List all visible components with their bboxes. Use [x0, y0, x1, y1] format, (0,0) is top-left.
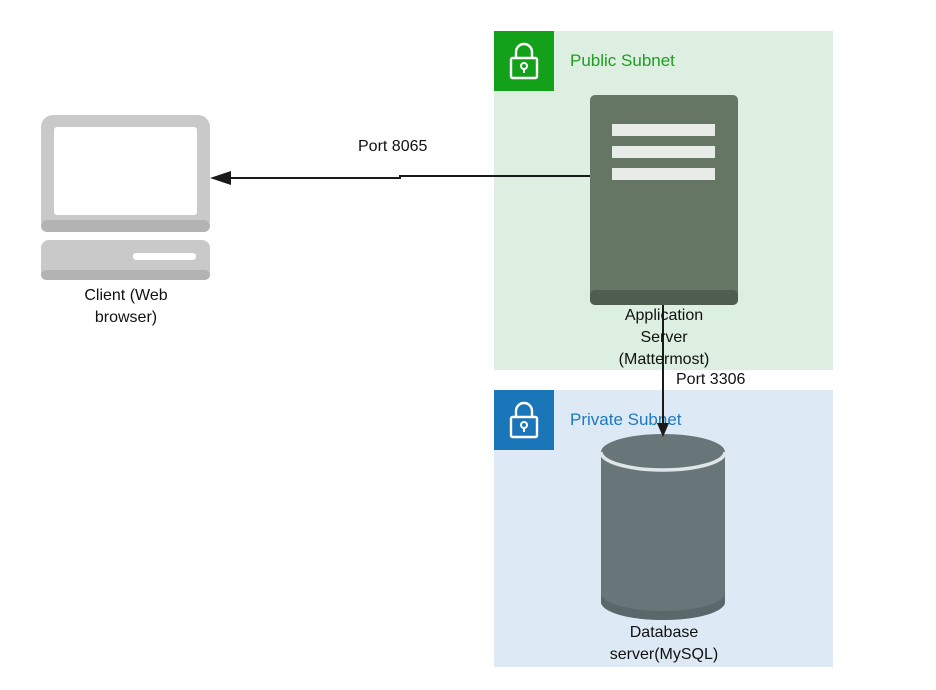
- arrowhead-icon: [657, 423, 669, 437]
- database-icon: [599, 434, 727, 620]
- private-subnet-title: Private Subnet: [570, 410, 682, 429]
- client-label-line1: Client (Web: [84, 287, 168, 304]
- port-3306-label: Port 3306: [676, 371, 746, 388]
- client-label: Client (Web browser): [58, 285, 194, 329]
- client-label-line2: browser): [94, 309, 158, 326]
- port-8065-label: Port 8065: [358, 138, 428, 155]
- app-server-label-line1: Application: [624, 307, 704, 324]
- connector-app-db: [657, 305, 669, 437]
- arrowhead-icon: [210, 171, 231, 185]
- db-server-label: Database server(MySQL): [584, 622, 744, 666]
- app-server-label-line2: Server: [640, 329, 688, 346]
- lock-icon: [509, 42, 539, 80]
- public-subnet-lock-icon: [494, 31, 554, 91]
- lock-icon: [509, 401, 539, 439]
- desktop-computer-icon: [41, 115, 210, 280]
- public-subnet-title: Public Subnet: [570, 51, 675, 70]
- connector-client-app: [210, 171, 590, 185]
- db-server-label-line1: Database: [629, 624, 699, 641]
- db-server-label-line2: server(MySQL): [609, 646, 719, 663]
- app-server-label-line3: (Mattermost): [618, 351, 710, 368]
- private-subnet-lock-icon: [494, 390, 554, 450]
- server-icon: [590, 95, 738, 305]
- app-server-label: Application Server (Mattermost): [594, 305, 734, 371]
